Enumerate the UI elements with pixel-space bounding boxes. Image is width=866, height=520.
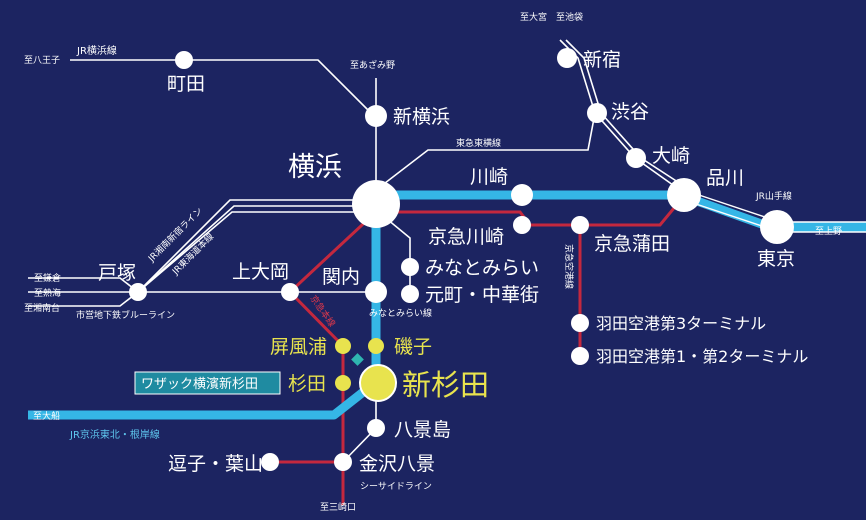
line-keikyu-airport: 京急空港線 [563,244,575,289]
label-keikyu-kamata: 京急蒲田 [594,233,670,255]
property-tag-box [134,371,281,395]
label-haneda-t3: 羽田空港第3ターミナル [596,314,766,333]
label-minatomirai: みなとみらい [425,257,539,279]
line-blue-line: 市営地下鉄ブルーライン [76,309,175,321]
station-labels: 町田 新横浜 新宿 渋谷 大崎 横浜 川崎 品川 東京 京急川崎 京急蒲田 みな… [98,49,808,475]
station-dot-tokyo [760,210,794,244]
label-keikyu-kawasaki: 京急川崎 [428,226,504,248]
station-dot-haneda-t3 [571,314,589,332]
station-dot-shinagawa [667,178,701,212]
label-kanazawa-hakkei: 金沢八景 [359,453,435,475]
station-dot-zushi-hayama [261,453,279,471]
station-dot-keikyu-kawasaki [513,216,531,234]
station-dot-sugita [335,375,351,391]
line-labels: JR横浜線 東急東横線 JR山手線 JR湘南新宿ライン JR東海道本線 市営地下… [69,44,792,492]
station-dot-shibuya [587,103,607,123]
dest-misakiguchi: 至三崎口 [320,501,356,513]
label-tokyo: 東京 [757,248,795,270]
station-dot-shin-yokohama [365,105,387,127]
label-isogo: 磯子 [394,336,432,358]
station-dot-haneda-t12 [571,347,589,365]
station-dot-kannai [365,281,387,303]
line-jr-yamanote: JR山手線 [755,190,792,202]
highlight-stations [335,338,397,402]
dest-shonandai: 至湘南台 [24,302,60,314]
line-tokyu-toyoko: 東急東横線 [456,137,501,149]
dest-ofuna: 至大船 [33,410,60,422]
line-keihin-negishi: JR京浜東北・根岸線 [69,428,160,441]
dest-omiya-ikebukuro: 至大宮 至池袋 [520,11,583,23]
station-dot-yokohama [352,180,400,228]
station-dot-kawasaki [511,184,533,206]
label-shibuya: 渋谷 [611,101,649,123]
dest-ueno: 至上野 [815,226,842,237]
station-dot-hakkeijima [367,419,385,437]
keikyu-lines [270,195,686,505]
station-dot-machida [175,51,193,69]
station-dot-kamiooka [281,283,299,301]
label-kawasaki: 川崎 [470,166,508,188]
label-motomachi: 元町・中華街 [425,284,539,306]
station-dot-shin-sugita [359,364,397,402]
label-kamiooka: 上大岡 [232,261,289,283]
dest-azamino: 至あざみ野 [350,59,395,71]
label-shinjuku: 新宿 [583,49,621,71]
label-totsuka: 戸塚 [98,262,136,284]
dest-atami: 至熱海 [34,287,61,299]
line-seaside: シーサイドライン [360,481,432,492]
line-jr-yokohama: JR横浜線 [76,44,117,57]
station-dot-byobugaura [335,338,351,354]
label-hakkeijima: 八景島 [394,419,451,441]
station-dot-motomachi [401,285,419,303]
dest-hachioji: 至八王子 [24,55,60,66]
label-shin-yokohama: 新横浜 [393,106,450,128]
station-dot-osaki [626,148,646,168]
destination-labels: 至八王子 至あざみ野 至大宮 至池袋 至上野 至鎌倉 至熱海 至湘南台 至大船 … [24,11,842,513]
label-shin-sugita: 新杉田 [402,368,489,402]
station-dot-minatomirai [401,258,419,276]
property-marker-icon [351,353,364,366]
station-dot-kanazawa-hakkei [334,453,352,471]
label-kannai: 関内 [322,266,360,288]
label-yokohama: 横浜 [288,152,342,183]
station-dot-totsuka [129,283,147,301]
label-osaki: 大崎 [652,145,690,167]
label-machida: 町田 [167,73,205,95]
label-shinagawa: 品川 [706,167,744,189]
label-sugita: 杉田 [288,373,326,395]
station-dot-keikyu-kamata [571,216,589,234]
line-minatomirai: みなとみらい線 [369,307,432,319]
property-name: ワザック横濱新杉田 [141,376,258,392]
label-zushi-hayama: 逗子・葉山 [168,453,263,475]
label-byobugaura: 屏風浦 [270,336,327,358]
station-markers [129,48,794,471]
station-dot-isogo [368,338,384,354]
station-dot-shinjuku [557,48,577,68]
dest-kamakura: 至鎌倉 [34,272,61,284]
jr-yokohama-line [70,59,377,119]
label-haneda-t12: 羽田空港第1・第2ターミナル [596,347,808,366]
property-tag: ワザック横濱新杉田 [134,371,281,395]
